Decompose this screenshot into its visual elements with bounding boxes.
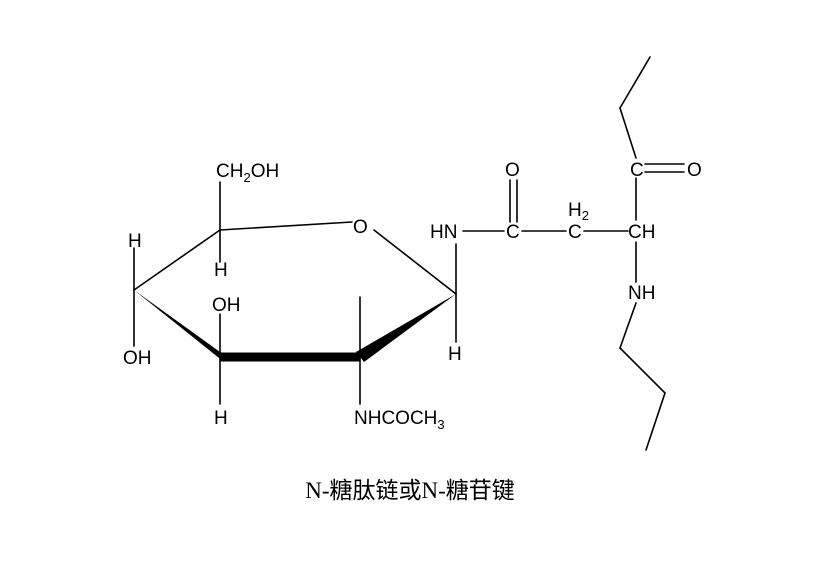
bond-c2-c1-wedge <box>356 294 456 362</box>
c3-oh-label: OH <box>212 295 241 316</box>
bond-ring-o-c1 <box>373 229 457 295</box>
c4-oh-label: OH <box>123 348 152 369</box>
ch2oh-label: CH2OH <box>216 161 279 185</box>
bond-c5-ring-o <box>219 221 353 231</box>
ketone-c-label: C <box>630 160 644 181</box>
bond-nh-chain-3 <box>645 392 666 451</box>
c5-h-label: H <box>214 260 228 281</box>
bond-nh-chain-1 <box>619 302 637 349</box>
figure-caption: N-糖肽链或N-糖苷键 <box>305 478 515 503</box>
anomeric-hn-label: HN <box>430 222 457 243</box>
asparagine-bonds <box>462 56 685 451</box>
bond-ketone-chain-1 <box>619 107 637 159</box>
ch2-h-label: H2 <box>568 200 589 223</box>
amide-c-label: C <box>506 222 520 243</box>
bond-nh-chain-2 <box>619 347 666 394</box>
bond-ketone-chain-2 <box>619 56 651 109</box>
alpha-ch-label: CH <box>628 222 655 243</box>
ring-oxygen-label: O <box>353 217 368 238</box>
amide-o-label: O <box>505 160 520 181</box>
ch2-c-label: C <box>568 222 582 243</box>
backbone-nh-label: NH <box>628 283 655 304</box>
ketone-o-label: O <box>687 160 702 181</box>
c4-h-label: H <box>128 231 142 252</box>
bond-c5-c4 <box>133 229 221 291</box>
sugar-substituent-bonds <box>133 181 457 405</box>
c3-h-label: H <box>214 408 228 429</box>
bond-c4-c3-wedge <box>134 290 224 362</box>
nhcoch3-label: NHCOCH3 <box>354 408 445 432</box>
c1-h-label: H <box>448 344 462 365</box>
sugar-ring <box>133 221 457 362</box>
atom-labels: CH2OH O H H OH OH H H NHCOCH3 HN C O C H… <box>123 160 702 432</box>
